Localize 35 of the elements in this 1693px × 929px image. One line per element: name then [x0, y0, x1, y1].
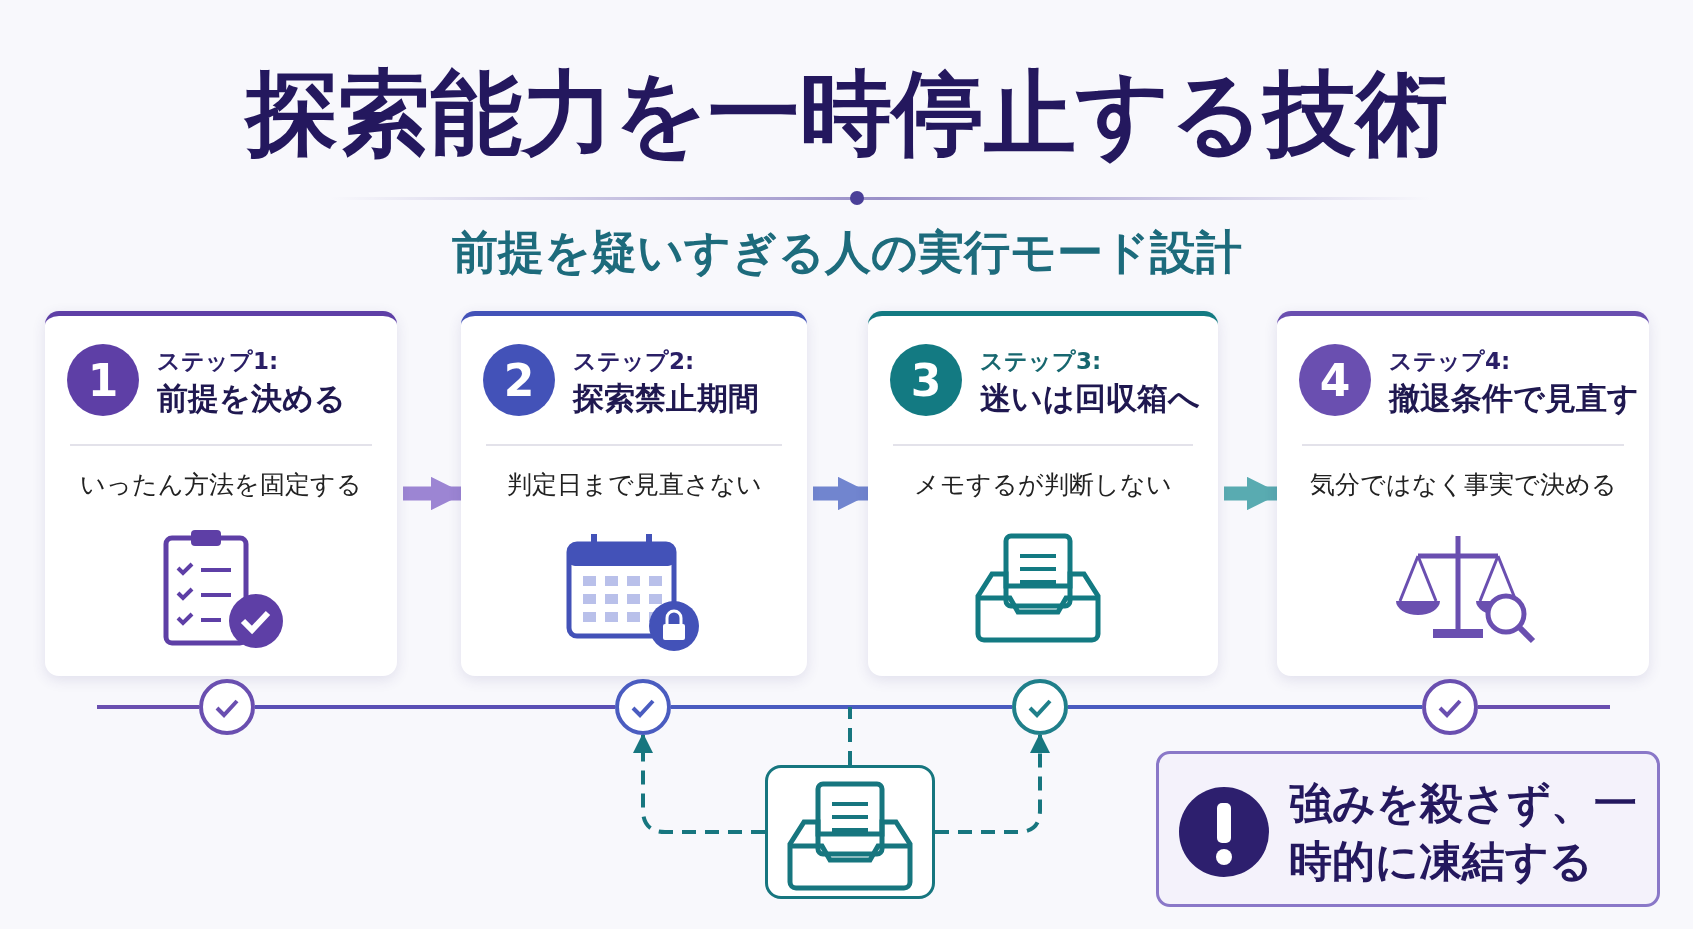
step-card	[461, 311, 807, 676]
step-title: 迷いは回収箱へ	[980, 379, 1200, 418]
inbox-box	[765, 765, 935, 899]
step-description: いったん方法を固定する	[79, 469, 363, 501]
timeline-segment	[671, 705, 1012, 709]
check-circle	[1422, 679, 1478, 735]
timeline-segment	[1068, 705, 1422, 709]
step-label: ステップ1:	[157, 347, 279, 376]
dashed-connector-line	[848, 707, 852, 765]
step-label: ステップ2:	[573, 347, 695, 376]
check-circle	[1012, 679, 1068, 735]
dashed-arrow	[633, 733, 765, 834]
step-title: 前提を決める	[157, 379, 346, 418]
dashed-arrow	[935, 733, 1050, 834]
step-number-badge: 4	[1299, 344, 1371, 416]
step-card	[45, 311, 397, 676]
subtitle: 前提を疑いすぎる人の実行モード設計	[450, 224, 1243, 281]
step-card	[1277, 311, 1649, 676]
step-description: 気分ではなく事実で決める	[1308, 469, 1618, 501]
step-title: 撤退条件で見直す	[1389, 379, 1639, 418]
title: 探索能力を一時停止する技術	[243, 59, 1449, 169]
note-text: 強みを殺さず、一時的に凍結する	[1289, 777, 1638, 889]
step-title: 探索禁止期間	[573, 379, 759, 418]
step-label: ステップ3:	[980, 347, 1102, 376]
step-description: メモするが判断しない	[913, 469, 1173, 501]
note-box	[1156, 751, 1660, 907]
step-number-badge: 3	[890, 344, 962, 416]
step-number-badge: 1	[67, 344, 139, 416]
step-card	[868, 311, 1218, 676]
check-circle	[199, 679, 255, 735]
step-description: 判定日まで見直さない	[505, 469, 763, 501]
step-number-badge: 2	[483, 344, 555, 416]
timeline-segment	[255, 705, 615, 709]
step-label: ステップ4:	[1389, 347, 1511, 376]
check-circle	[615, 679, 671, 735]
